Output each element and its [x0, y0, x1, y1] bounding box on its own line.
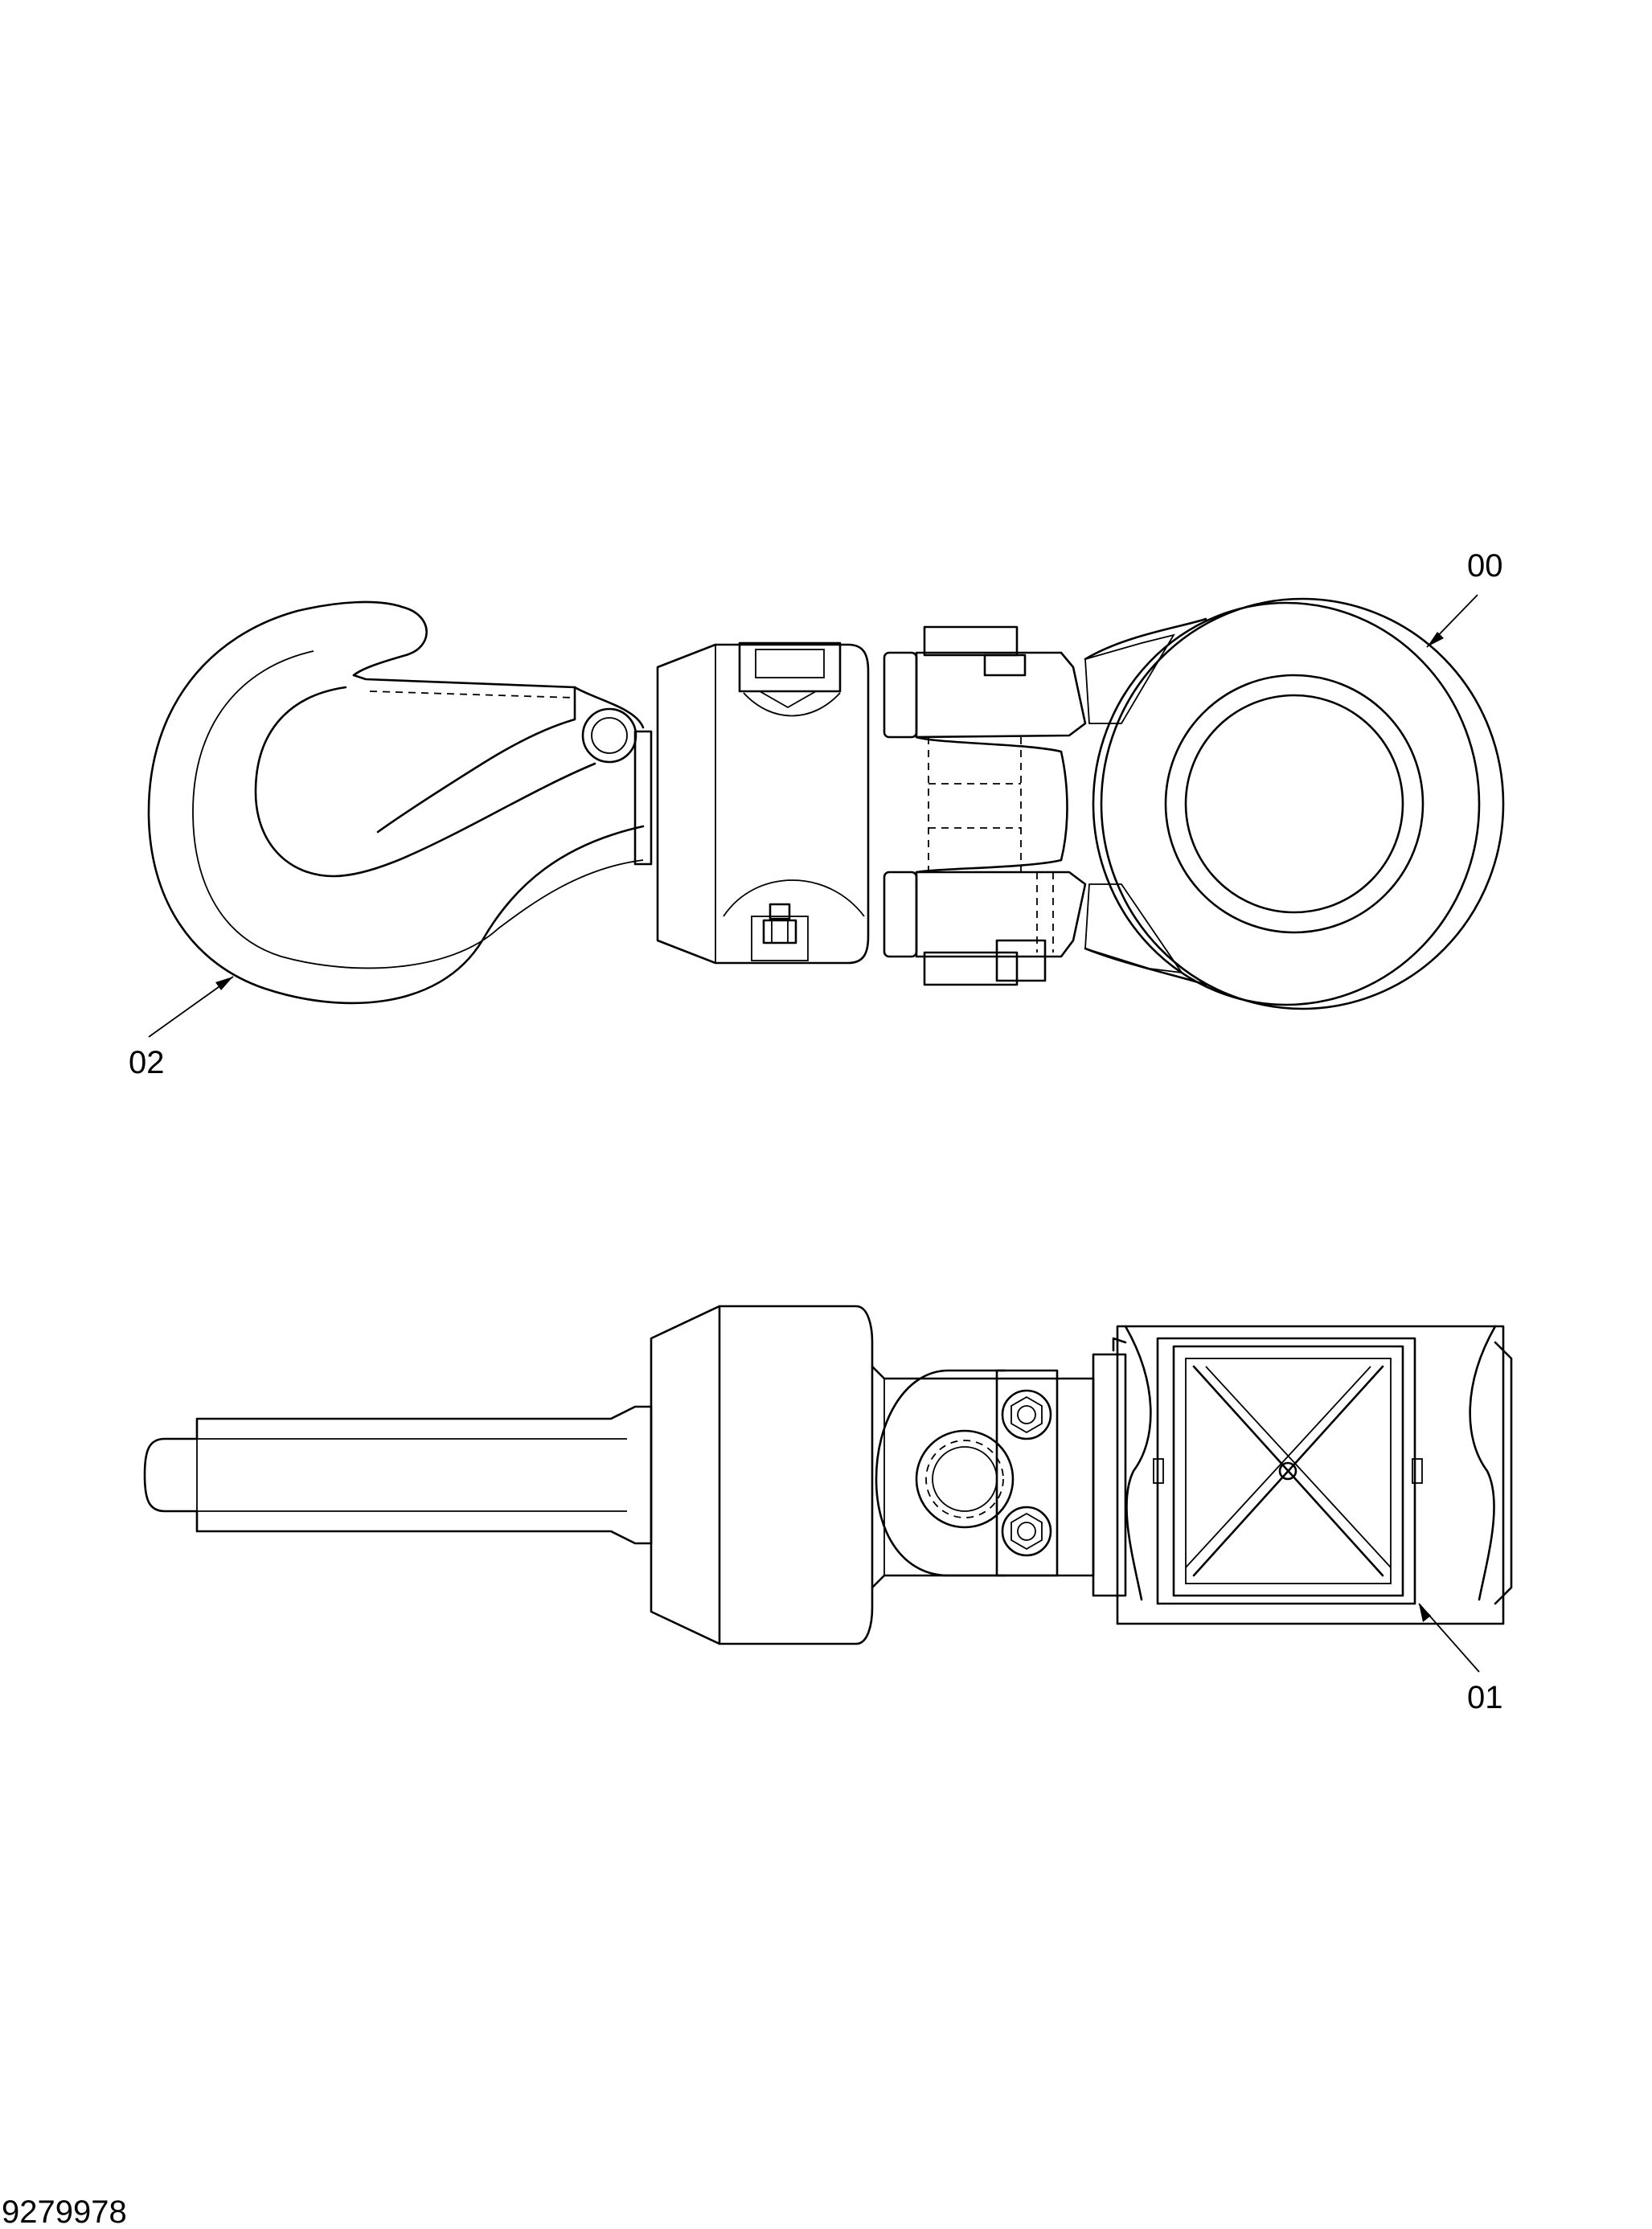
hook-part-02: [147, 600, 653, 1005]
eye-bushing-part-00: [1092, 597, 1505, 1010]
clevis-block: [883, 617, 1207, 986]
svg-text:01: 01: [1467, 1680, 1503, 1715]
callout-02: 02: [129, 976, 234, 1080]
svg-text:02: 02: [129, 1045, 165, 1080]
side-view-assembly: [147, 597, 1505, 1010]
swivel-body: [656, 641, 870, 965]
svg-text:00: 00: [1467, 548, 1503, 584]
plan-view-assembly: [143, 1305, 1513, 1645]
callout-00: 00: [1426, 548, 1503, 648]
callout-01: 01: [1418, 1603, 1503, 1715]
drawing-number: 9279978: [2, 2194, 127, 2229]
square-housing-part-01: [1092, 1325, 1513, 1625]
